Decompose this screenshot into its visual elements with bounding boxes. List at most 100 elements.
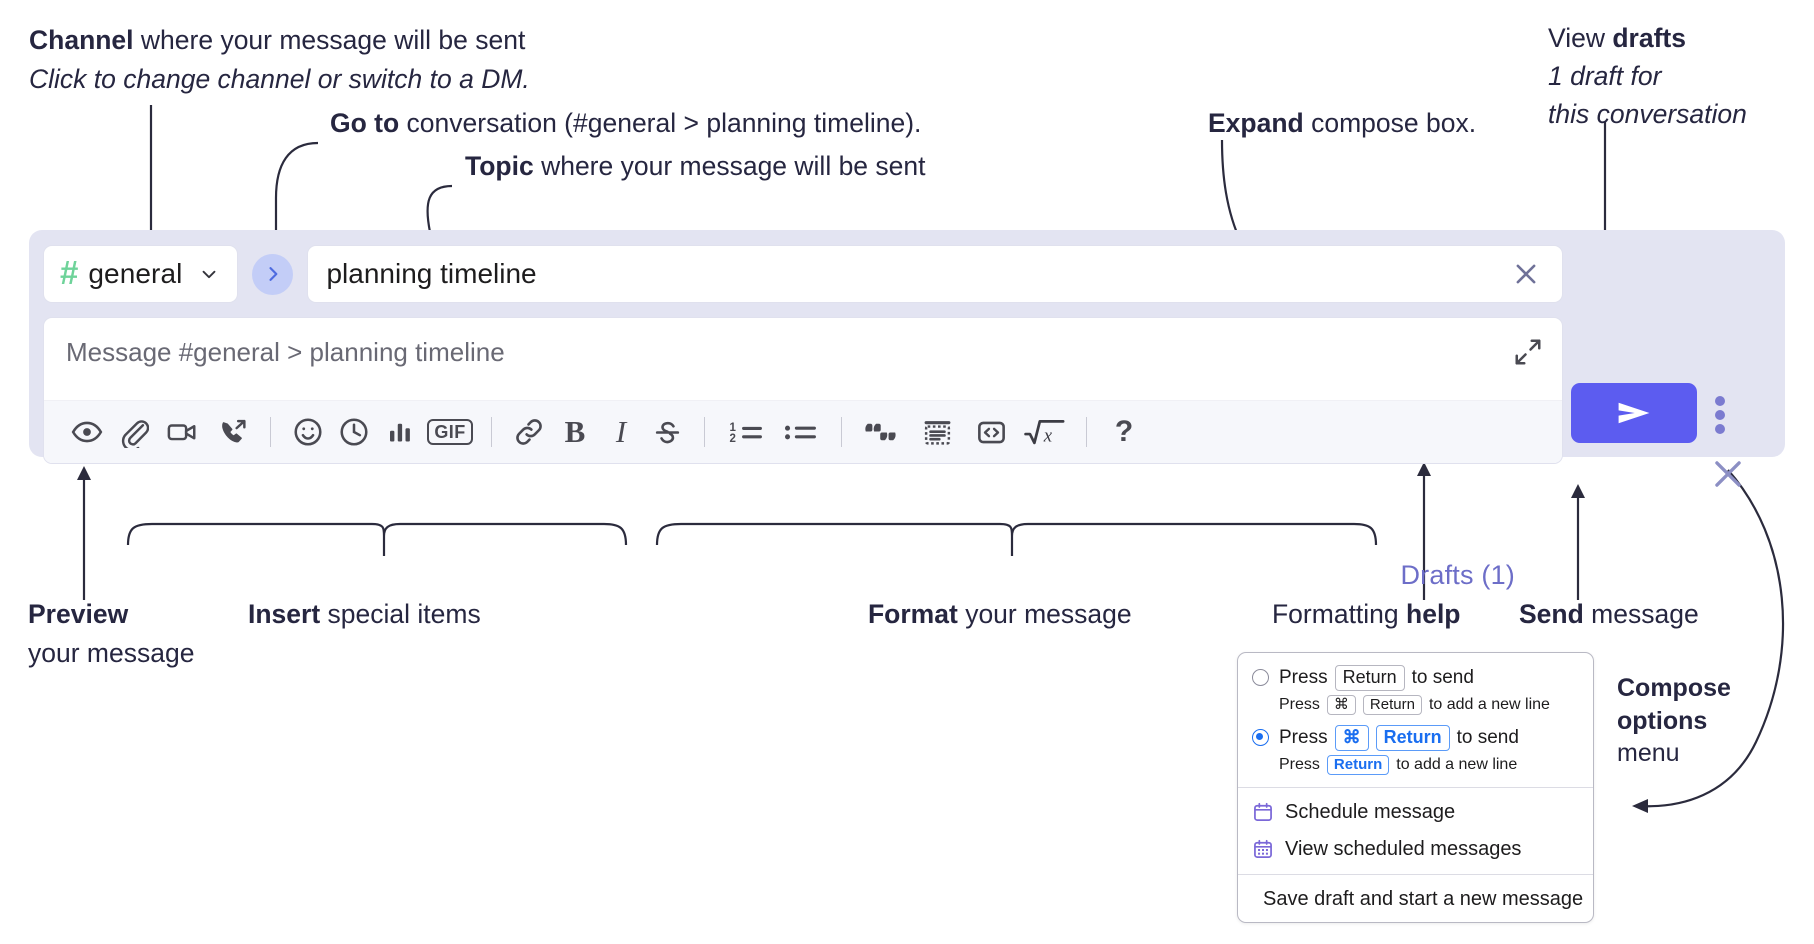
emoji-icon[interactable] (285, 409, 331, 455)
annotation-send-rest: message (1583, 599, 1699, 629)
clock-icon[interactable] (331, 409, 377, 455)
annotation-topic: Topic where your message will be sent (465, 150, 926, 184)
compose-options-menu: Press Return to send Press ⌘ Return to a… (1237, 652, 1594, 923)
close-icon[interactable] (1709, 455, 1747, 493)
calendar-icon (1254, 803, 1272, 822)
annotation-compose-bold2: options (1617, 706, 1708, 735)
kebab-dot (1715, 396, 1725, 406)
annotation-compose-options: Compose options menu (1617, 672, 1731, 770)
annotation-insert-rest: special items (320, 599, 481, 629)
key-return: Return (1362, 694, 1422, 715)
annotation-channel-rest: where your message will be sent (133, 25, 526, 55)
annotation-channel: Channel where your message will be sent … (29, 24, 530, 97)
toolbar-divider (1086, 417, 1087, 447)
topic-field[interactable]: planning timeline (307, 245, 1563, 303)
send-option-return-sub: Press ⌘ Return to add a new line (1238, 693, 1593, 721)
svg-text:2: 2 (729, 433, 735, 445)
audio-call-icon[interactable] (210, 409, 256, 455)
ordered-list-icon[interactable]: 1 2 (719, 409, 773, 455)
compose-options-button[interactable] (1707, 396, 1733, 434)
annotation-drafts-bold: drafts (1612, 23, 1686, 53)
key-return: Return (1326, 754, 1390, 775)
bullet-list-icon[interactable] (773, 409, 827, 455)
inline-code-icon[interactable] (964, 409, 1018, 455)
annotation-compose-bold1: Compose (1617, 674, 1731, 702)
annotation-send: Send message (1519, 598, 1699, 632)
key-command: ⌘ (1326, 694, 1356, 715)
menu-item-view-scheduled[interactable]: View scheduled messages (1238, 831, 1593, 868)
menu-item-save-draft[interactable]: Save draft and start a new message (1238, 881, 1593, 922)
drafts-link[interactable]: Drafts (1) (1400, 560, 1515, 590)
menu-item-schedule-message[interactable]: Schedule message (1238, 794, 1593, 831)
annotation-drafts-sub1: 1 draft for (1548, 60, 1662, 91)
annotation-expand-rest: compose box. (1303, 108, 1477, 138)
send-option-return[interactable]: Press Return to send (1238, 661, 1593, 693)
annotation-format-rest: your message (957, 599, 1132, 629)
topic-value: planning timeline (326, 258, 537, 289)
blockquote-icon[interactable] (856, 409, 910, 455)
bold-label: B (564, 414, 586, 449)
strikethrough-icon[interactable] (644, 409, 690, 455)
annotation-channel-sub: Click to change channel or switch to a D… (29, 63, 530, 94)
kebab-dot (1715, 410, 1725, 420)
menu-item-label: Schedule message (1285, 800, 1456, 823)
svg-text:1: 1 (729, 422, 736, 434)
compose-topbar: # general planning timeline (43, 243, 1563, 305)
italic-icon[interactable]: I (598, 409, 644, 455)
toolbar-divider (841, 417, 842, 447)
opt2sub-post: to add a new line (1396, 755, 1518, 773)
annotation-expand: Expand compose box. (1208, 107, 1476, 141)
gif-label: GIF (427, 418, 473, 446)
annotation-drafts-pre: View (1548, 23, 1613, 53)
latex-icon[interactable]: x (1018, 409, 1072, 455)
channel-selector[interactable]: # general (43, 245, 239, 303)
annotation-preview-sub: your message (28, 637, 195, 668)
annotation-drafts-sub2: this conversation (1548, 98, 1747, 129)
annotation-format: Format your message (868, 598, 1132, 632)
opt1-post: to send (1411, 666, 1474, 688)
chevron-down-icon (198, 263, 220, 285)
message-input-area[interactable]: Message #general > planning timeline (44, 318, 1562, 400)
annotation-help-pre: Formatting (1272, 599, 1407, 629)
attachment-icon[interactable] (110, 409, 156, 455)
annotation-goto-rest: conversation (#general > planning timeli… (399, 108, 922, 138)
send-option-cmd-return[interactable]: Press ⌘ Return to send (1238, 721, 1593, 753)
send-button[interactable] (1571, 383, 1697, 443)
formatting-toolbar: GIF B I (44, 400, 1562, 463)
formatting-help-icon[interactable]: ? (1101, 409, 1147, 455)
link-icon[interactable] (506, 409, 552, 455)
key-command: ⌘ (1334, 724, 1369, 751)
toolbar-divider (270, 417, 271, 447)
menu-item-label: View scheduled messages (1285, 837, 1522, 860)
calendar-grid-icon (1254, 840, 1272, 859)
compose-inner: # general planning timeline (43, 243, 1563, 464)
annotation-help: Formatting help (1272, 598, 1461, 632)
annotation-send-bold: Send (1519, 599, 1584, 629)
hash-icon: # (60, 253, 79, 291)
send-icon (1618, 402, 1650, 424)
message-placeholder: Message #general > planning timeline (66, 337, 505, 367)
video-icon[interactable] (156, 409, 210, 455)
channel-name: general (88, 258, 183, 289)
bold-icon[interactable]: B (552, 409, 598, 455)
expand-icon[interactable] (1508, 332, 1548, 372)
menu-item-label: Save draft and start a new message (1263, 887, 1584, 910)
svg-text:x: x (1043, 426, 1053, 447)
code-block-icon[interactable] (910, 409, 964, 455)
poll-icon[interactable] (377, 409, 423, 455)
annotation-insert-bold: Insert (248, 599, 321, 629)
send-option-return-text: Press Return to send (1279, 665, 1474, 691)
gif-icon[interactable]: GIF (423, 409, 477, 455)
annotation-preview: Preview your message (28, 598, 194, 671)
opt1-pre: Press (1279, 666, 1328, 688)
radio-unselected-icon[interactable] (1252, 669, 1269, 687)
clear-topic-icon[interactable] (1504, 252, 1548, 296)
opt1sub-post: to add a new line (1428, 695, 1550, 713)
goto-conversation-button[interactable] (252, 253, 294, 295)
preview-icon[interactable] (64, 409, 110, 455)
key-return: Return (1375, 724, 1450, 751)
compose-panel: # general planning timeline (29, 230, 1785, 590)
radio-selected-icon[interactable] (1252, 729, 1269, 747)
send-option-cmd-return-sub: Press Return to add a new line (1238, 753, 1593, 781)
